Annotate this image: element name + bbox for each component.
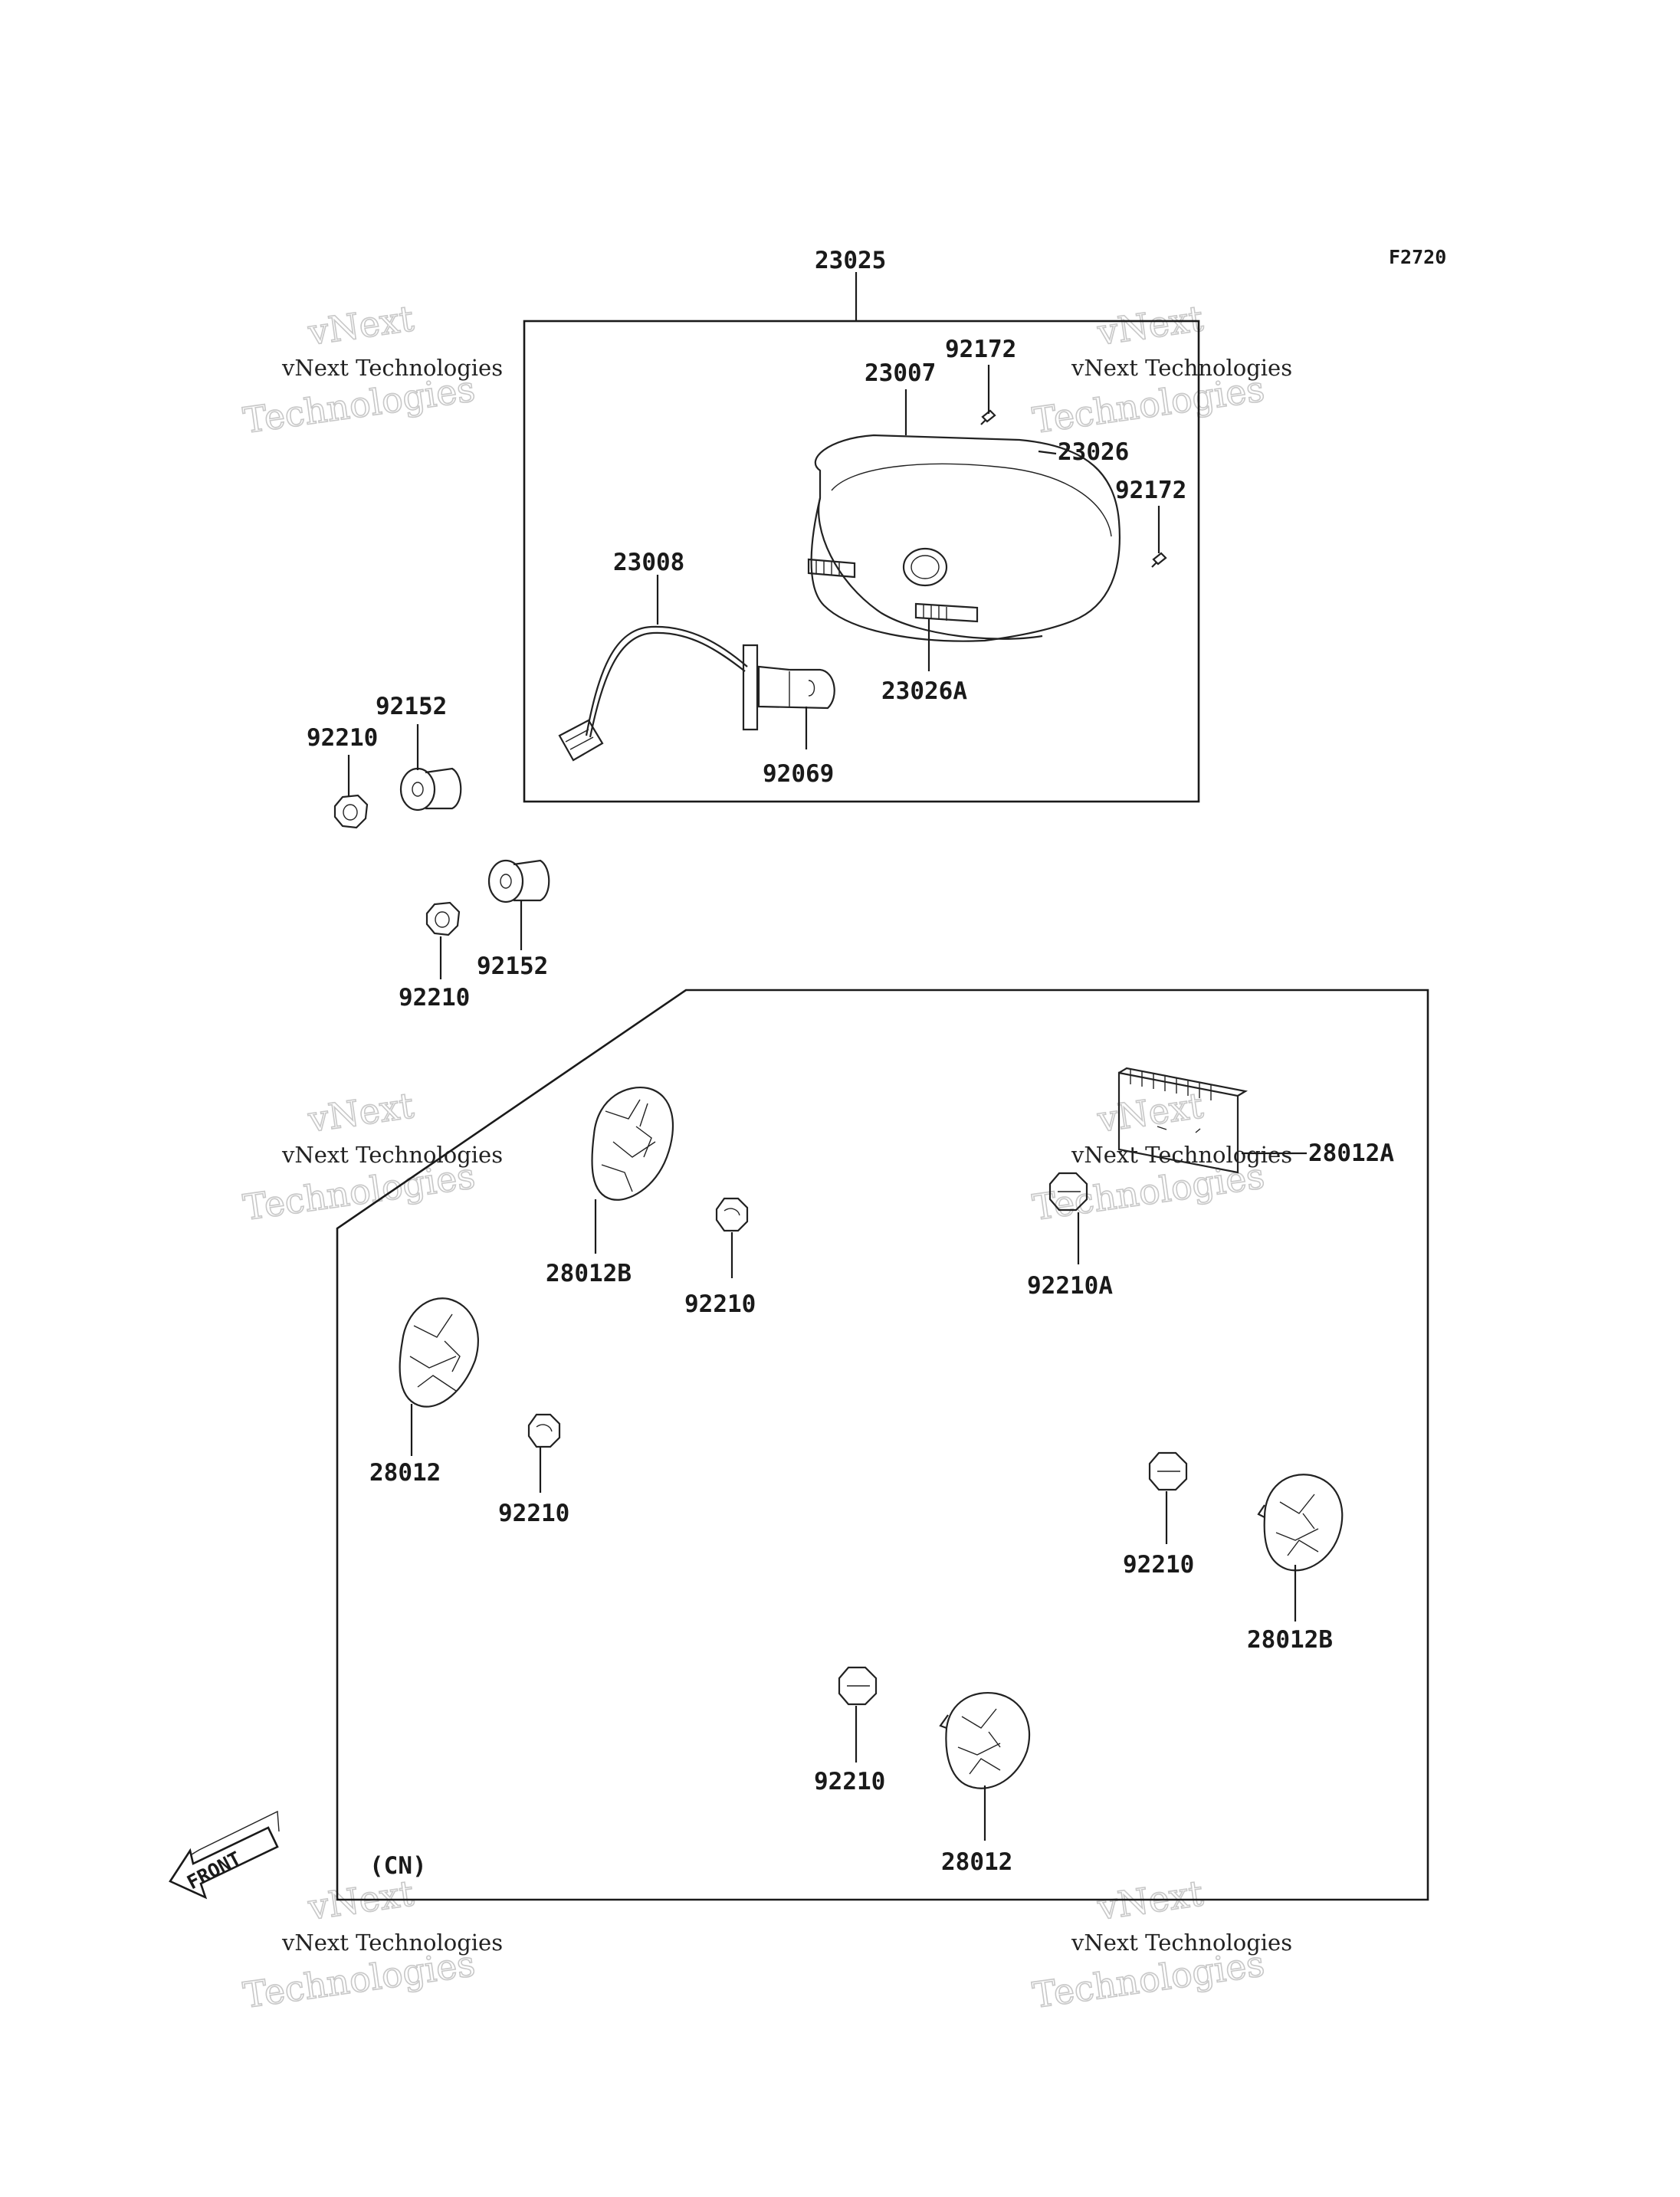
reflector-28012B-upper[interactable] [591, 1087, 674, 1201]
reflector-28012A[interactable] [1117, 1067, 1249, 1174]
svg-text:vNext Technologies: vNext Technologies [281, 1930, 503, 1956]
watermark-top-right: Technologies vNext vNext Technologies [1029, 297, 1292, 441]
nut-92210-bottom[interactable] [838, 1666, 878, 1706]
reflector-kit-frame [336, 989, 1429, 1901]
nut-92210-upper[interactable] [333, 794, 369, 829]
headlight-wire-harness[interactable] [558, 625, 835, 762]
headlight-housing[interactable] [807, 434, 1121, 642]
callout-23008[interactable]: 23008 [613, 549, 684, 576]
screw-92172-side[interactable] [1151, 552, 1167, 568]
callout-92210-left[interactable]: 92210 [498, 1500, 569, 1527]
nut-92210-lower[interactable] [425, 901, 461, 936]
reflector-28012-bottom[interactable] [939, 1692, 1031, 1789]
reflector-28012B-right[interactable] [1257, 1474, 1344, 1572]
watermark-bottom-left: Technologies vNext vNext Technologies [240, 1871, 503, 2016]
svg-text:vNext: vNext [305, 297, 417, 353]
callout-92210-upper[interactable]: 92210 [307, 724, 378, 752]
front-direction-arrow: FRONT [169, 1810, 280, 1900]
collar-92152-lower[interactable] [487, 859, 550, 903]
watermark-bottom-right: Technologies vNext vNext Technologies [1029, 1871, 1292, 2016]
callout-28012-left[interactable]: 28012 [369, 1459, 441, 1487]
headlight-assembly-frame [523, 320, 1200, 803]
callout-92069[interactable]: 92069 [763, 760, 834, 788]
svg-text:vNext Technologies: vNext Technologies [1071, 1142, 1292, 1168]
callout-92152-upper[interactable]: 92152 [376, 693, 447, 720]
callout-23026[interactable]: 23026 [1058, 438, 1129, 466]
figure-code: F2720 [1389, 246, 1446, 268]
watermark-mid-left: Technologies vNext vNext Technologies [240, 1084, 503, 1228]
svg-text:vNext Technologies: vNext Technologies [1071, 355, 1292, 381]
nut-92210-right[interactable] [1148, 1451, 1188, 1491]
callout-92210-lower[interactable]: 92210 [399, 984, 470, 1012]
svg-text:vNext: vNext [305, 1084, 417, 1140]
svg-text:vNext: vNext [1094, 297, 1206, 353]
svg-text:vNext Technologies: vNext Technologies [281, 1142, 503, 1168]
callout-28012B-right[interactable]: 28012B [1247, 1626, 1333, 1654]
nut-92210-center[interactable] [715, 1197, 749, 1232]
callout-28012B-upper[interactable]: 28012B [546, 1260, 632, 1287]
nut-92210A[interactable] [1048, 1172, 1088, 1212]
region-tag: (CN) [369, 1852, 427, 1880]
callout-28012A[interactable]: 28012A [1308, 1139, 1394, 1167]
watermark-mid-right: Technologies vNext vNext Technologies [1029, 1084, 1292, 1228]
callout-92210-bottom[interactable]: 92210 [814, 1768, 885, 1795]
watermark-top-left: Technologies vNext vNext Technologies [240, 297, 503, 441]
svg-text:vNext: vNext [1094, 1084, 1206, 1140]
svg-text:vNext Technologies: vNext Technologies [1071, 1930, 1292, 1956]
callout-92210-right[interactable]: 92210 [1123, 1551, 1194, 1579]
screw-92172-top[interactable] [980, 409, 996, 425]
callout-28012-bottom[interactable]: 28012 [941, 1848, 1012, 1876]
collar-92152-upper[interactable] [399, 767, 462, 812]
callout-92172-side[interactable]: 92172 [1115, 477, 1186, 504]
callout-92210-center[interactable]: 92210 [684, 1290, 756, 1318]
svg-text:vNext Technologies: vNext Technologies [281, 355, 503, 381]
callout-92172-top[interactable]: 92172 [945, 336, 1016, 363]
reflector-28012-left[interactable] [399, 1297, 479, 1408]
callout-23026A[interactable]: 23026A [881, 677, 967, 705]
nut-92210-left[interactable] [527, 1413, 561, 1448]
callout-92210A[interactable]: 92210A [1027, 1272, 1113, 1300]
callout-92152-lower[interactable]: 92152 [477, 953, 548, 980]
callout-23025[interactable]: 23025 [815, 247, 886, 274]
callout-23007[interactable]: 23007 [865, 359, 936, 387]
